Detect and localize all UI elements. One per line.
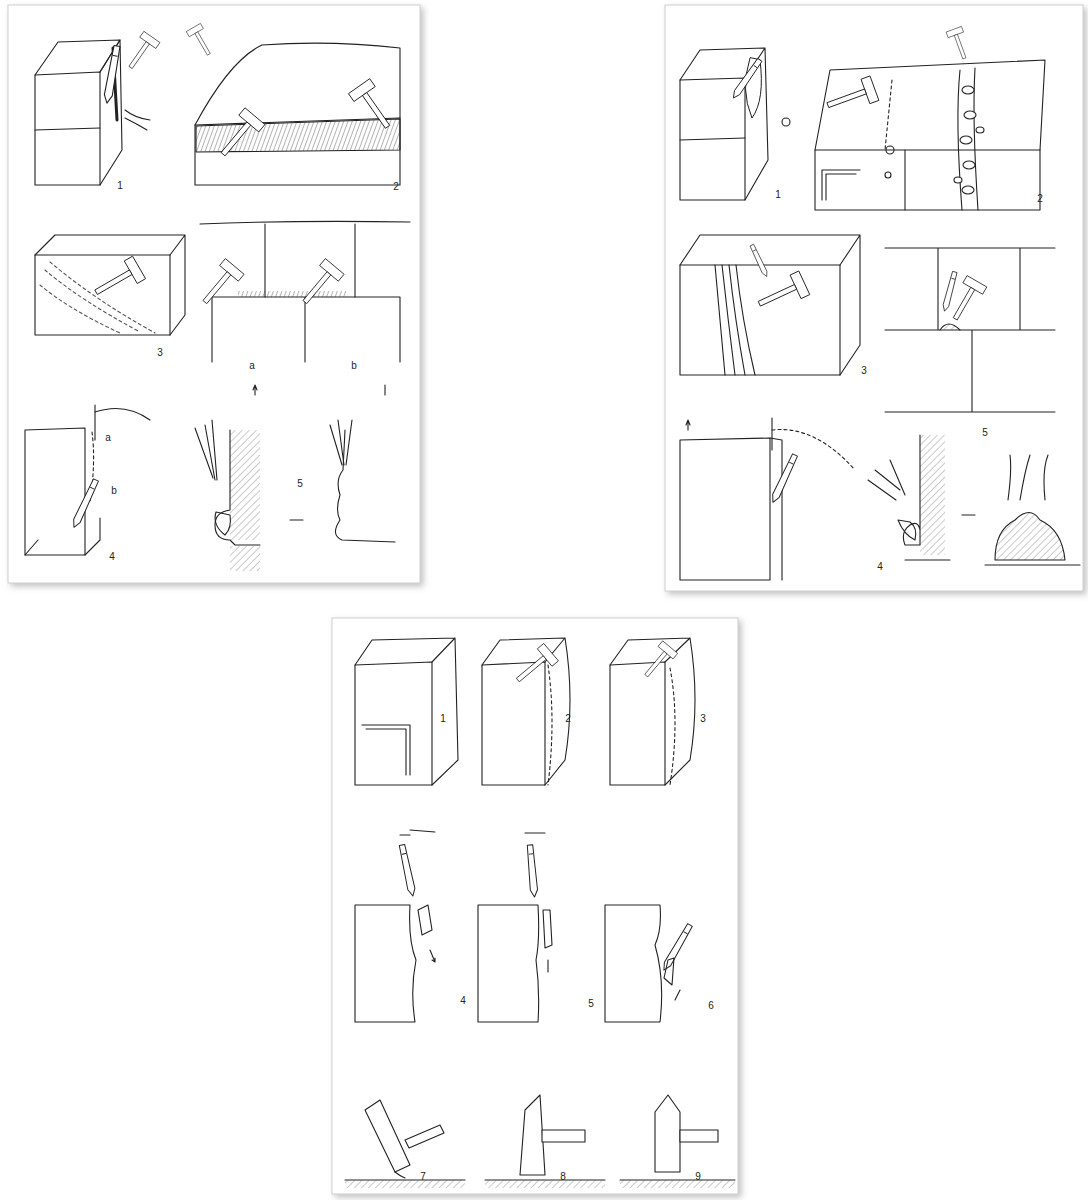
callout-number: 5	[296, 478, 304, 489]
callout-number: a	[104, 432, 112, 443]
callout-number: 4	[876, 561, 884, 572]
callout-number: 3	[156, 347, 164, 358]
callout-number: 2	[1036, 193, 1044, 204]
callout-number: 7	[419, 1171, 427, 1182]
callout-number: 3	[860, 365, 868, 376]
callout-number: 1	[439, 713, 447, 724]
callout-number: 1	[774, 189, 782, 200]
callout-number: 2	[392, 181, 400, 192]
callout-number: a	[248, 360, 256, 371]
callout-number: 3	[699, 713, 707, 724]
callout-number: b	[110, 485, 118, 496]
callout-number: 4	[108, 551, 116, 562]
callout-number: b	[350, 360, 358, 371]
callout-number: 8	[559, 1171, 567, 1182]
callout-number: 1	[116, 180, 124, 191]
callout-number: 4	[459, 995, 467, 1006]
callout-number: 5	[981, 427, 989, 438]
callout-number: 5	[587, 998, 595, 1009]
callout-number: 2	[564, 713, 572, 724]
callout-number: 9	[694, 1171, 702, 1182]
callout-number: 6	[707, 1000, 715, 1011]
